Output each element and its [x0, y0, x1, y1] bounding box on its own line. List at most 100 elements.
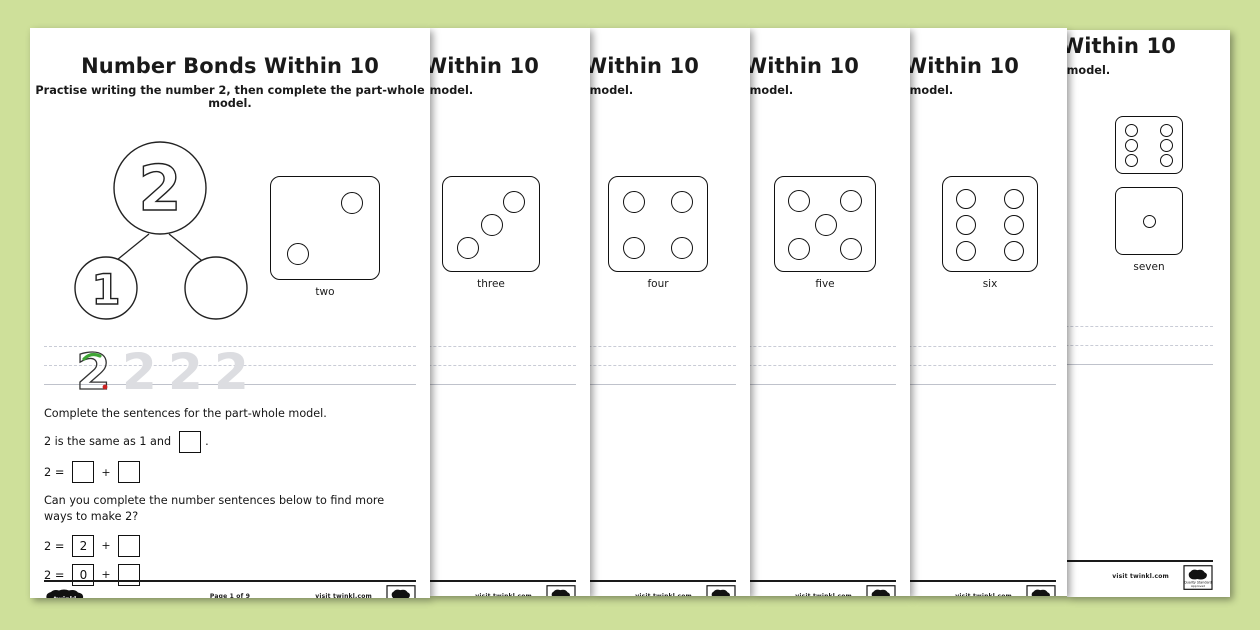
handwriting-guide[interactable]: 2 2 2 2 — [44, 342, 416, 404]
answer-box-b[interactable] — [117, 534, 140, 557]
equation-row: 2 = 2 + — [44, 534, 430, 557]
visit-twinkl-link[interactable]: visit twinkl.com — [475, 593, 532, 596]
worksheet-sheet-7[interactable]: Number Bonds Within 10 ete the part-whol… — [1067, 30, 1230, 597]
guide-line — [1067, 345, 1213, 346]
trace-end-marker — [102, 384, 108, 390]
pip — [956, 241, 976, 261]
answer-box-a[interactable] — [72, 461, 95, 484]
equation-left: 2 = — [44, 538, 65, 553]
equation-row: 6 = 0 + — [910, 538, 1067, 560]
plus-sign: + — [101, 539, 111, 553]
answer-box-same-as[interactable] — [179, 431, 202, 454]
footer-divider — [750, 580, 896, 582]
page-title: Number Bonds Within 10 — [910, 54, 1019, 78]
twinkl-award-badge-icon: Quality Standard Approved — [1026, 585, 1056, 596]
part-whole-model[interactable]: 2 1 — [50, 116, 250, 321]
instruction-more-ways: to find more ways to make — [1067, 464, 1203, 480]
instruction-more-ways: Can you complete the number sentences be… — [44, 494, 385, 524]
pip — [788, 190, 810, 212]
instruction-complete-sentences: el. — [590, 406, 750, 422]
equation-row: 6 = + 0 — [910, 509, 1067, 531]
dice-label: five — [815, 278, 835, 290]
pip — [1160, 139, 1173, 152]
guide-line — [1067, 326, 1213, 327]
handwriting-guide — [910, 346, 1056, 404]
twinkl-award-badge-icon: Quality Standard Approved — [866, 585, 896, 596]
handwriting-guide — [750, 346, 896, 404]
trace-glyphs: 2 2 2 2 — [70, 342, 370, 398]
footer: twinkl Page 1 of 9 visit twinkl.com Qual… — [44, 580, 416, 598]
guide-line — [430, 346, 576, 347]
footer-divider — [1067, 560, 1213, 562]
twinkl-award-badge-icon: Quality Standard Approved — [706, 585, 736, 596]
visit-twinkl-link[interactable]: visit twinkl.com — [1112, 573, 1169, 580]
worksheet-sheet-6[interactable]: Number Bonds Within 10 ete the part-whol… — [910, 28, 1067, 596]
die-five — [774, 176, 876, 272]
instruction-complete-sentences: el. — [910, 406, 1067, 422]
footer: twinkl visit twinkl.com Quality Standard… — [910, 580, 1056, 596]
dice-group-three: three — [442, 176, 540, 290]
worksheet-sheet-5[interactable]: Number Bonds Within 10 ete the part-whol… — [750, 28, 910, 596]
ghost-glyph: 2 — [122, 343, 157, 398]
instruction-complete-sentences: el. — [750, 406, 910, 422]
footer: twinkl visit twinkl.com Quality Standard… — [590, 580, 736, 596]
pip — [840, 190, 862, 212]
footer: twinkl visit twinkl.com Quality Standard… — [750, 580, 896, 596]
die-one — [1115, 187, 1183, 255]
guide-line — [44, 346, 416, 347]
visit-twinkl-link[interactable]: visit twinkl.com — [315, 593, 372, 598]
answer-box-b[interactable] — [117, 461, 140, 484]
pip — [1125, 154, 1138, 167]
pip — [481, 214, 503, 236]
footer-divider — [430, 580, 576, 582]
page-subtitle: ete the part-whole model. — [590, 84, 634, 97]
page-subtitle: ete the part-whole model. — [1067, 64, 1111, 77]
connector-line-right — [168, 233, 207, 265]
pip — [623, 191, 645, 213]
page-number: Page 1 of 9 — [209, 593, 251, 598]
pip — [287, 243, 309, 265]
worksheet-sheet-3[interactable]: Number Bonds Within 10 ete the part-whol… — [430, 28, 590, 596]
pip — [1160, 124, 1173, 137]
die-three — [442, 176, 540, 272]
pip — [341, 192, 363, 214]
equation-row-primary: 2 = + — [44, 461, 430, 484]
pip — [1143, 215, 1156, 228]
pip — [671, 237, 693, 259]
svg-text:Approved: Approved — [1191, 584, 1205, 588]
worksheet-sheet-4[interactable]: Number Bonds Within 10 ete the part-whol… — [590, 28, 750, 596]
guide-line — [910, 346, 1056, 347]
pip — [1004, 189, 1024, 209]
plus-sign: + — [101, 465, 111, 479]
die-six — [942, 176, 1038, 272]
instruction-more-ways: to find more ways to make — [910, 484, 1046, 500]
worksheet-sheet-2[interactable]: Number Bonds Within 10 Practise writing … — [30, 28, 430, 598]
sentence-prefix: 2 is the same as 1 and — [44, 435, 172, 449]
page-title: Number Bonds Within 10 — [81, 54, 379, 78]
guide-line — [1067, 364, 1213, 365]
pip — [457, 237, 479, 259]
equation-row: 7 = + 0 — [1067, 489, 1230, 511]
svg-text:twinkl: twinkl — [54, 595, 77, 598]
pip — [1125, 139, 1138, 152]
visit-twinkl-link[interactable]: visit twinkl.com — [955, 593, 1012, 596]
handwriting-guide — [1067, 326, 1213, 384]
visit-twinkl-link[interactable]: visit twinkl.com — [635, 593, 692, 596]
instruction-more-ways: to find more ways to make — [750, 484, 886, 500]
answer-box-a[interactable]: 2 — [72, 534, 95, 557]
pip — [956, 215, 976, 235]
guide-line — [44, 365, 416, 366]
plus-sign: + — [101, 568, 111, 582]
part-circle-left — [74, 256, 138, 320]
equation-left: 2 = — [44, 567, 65, 582]
visit-twinkl-link[interactable]: visit twinkl.com — [795, 593, 852, 596]
guide-line — [750, 365, 896, 366]
equation-left: 2 = — [44, 465, 65, 480]
dice-label: three — [477, 278, 505, 290]
ghost-glyph: 2 — [214, 343, 249, 398]
ghost-glyph: 2 — [168, 343, 203, 398]
sentence-same-as: 2 is the same as 1 and . — [44, 431, 430, 454]
twinkl-award-badge-icon: Quality Standard Approved — [386, 585, 416, 598]
handwriting-guide — [430, 346, 576, 404]
